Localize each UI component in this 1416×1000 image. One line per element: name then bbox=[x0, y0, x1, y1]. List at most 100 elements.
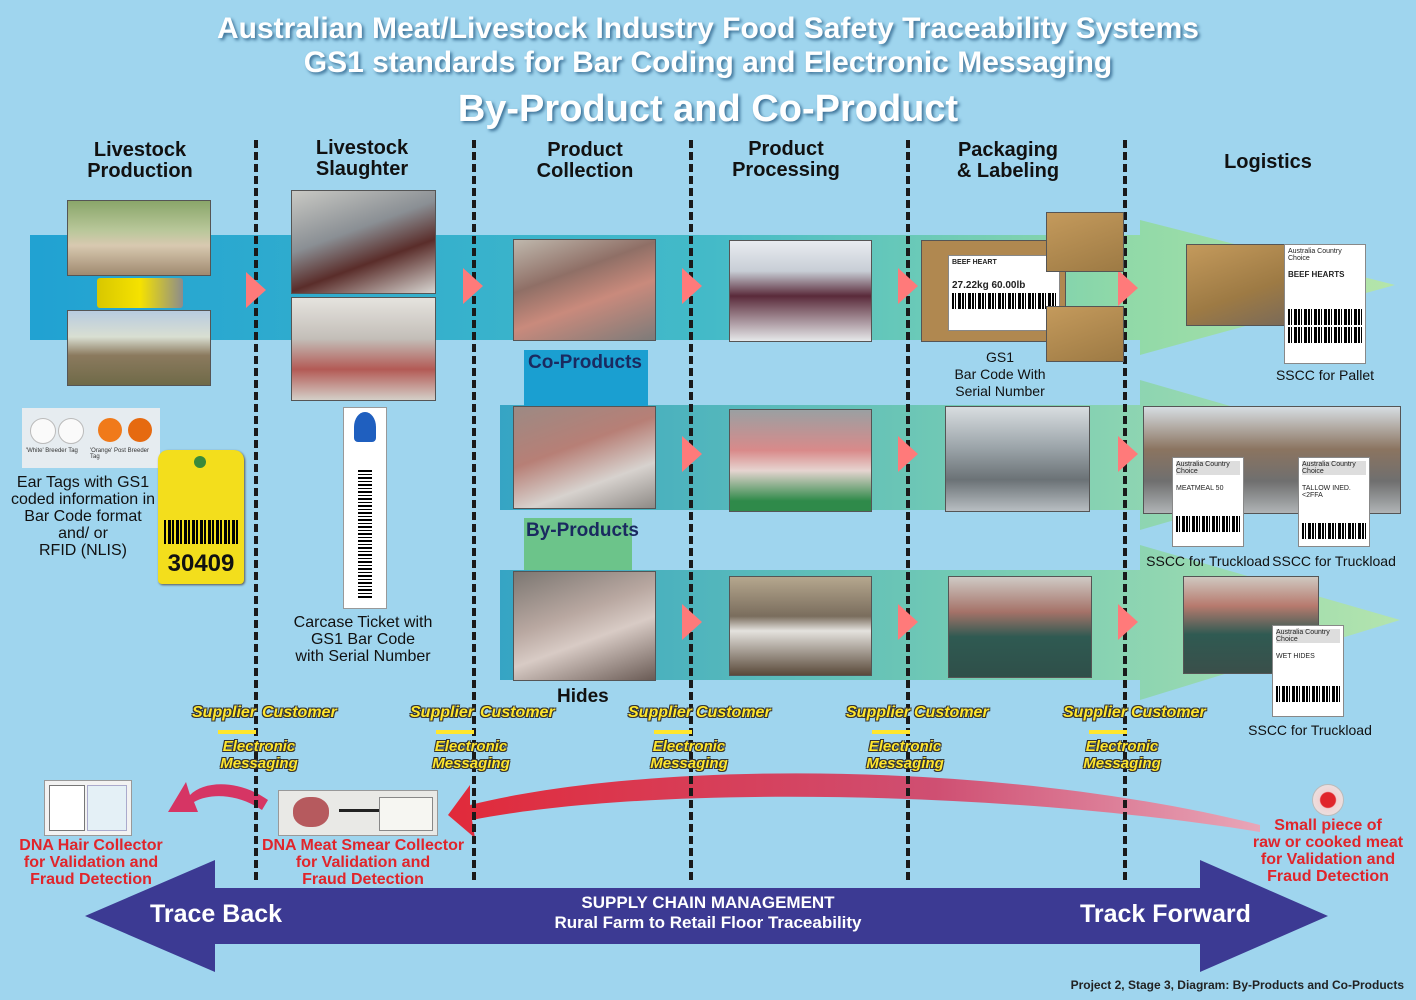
co-product-collection-photo bbox=[513, 239, 656, 341]
caption-line: Fraud Detection bbox=[302, 871, 424, 888]
flow-arrow-icon bbox=[682, 268, 702, 304]
tag-hole-icon bbox=[194, 456, 206, 468]
caption-line: with Serial Number bbox=[295, 648, 431, 665]
em-line: Electronic bbox=[652, 738, 726, 755]
by-product-collection-photo bbox=[513, 406, 656, 509]
dna-smear-caption: DNA Meat Smear Collector for Validation … bbox=[252, 837, 474, 888]
collector-card-icon bbox=[49, 785, 85, 831]
yellow-ear-tag: 30409 bbox=[158, 450, 244, 584]
stage-livestock-production: Livestock Production bbox=[60, 140, 220, 182]
truckload-label-3: Australia Country Choice WET HIDES bbox=[1272, 625, 1344, 717]
caption-line: Ear Tags with GS1 bbox=[16, 474, 150, 491]
title-line-2: GS1 standards for Bar Coding and Electro… bbox=[303, 46, 1113, 79]
message-arrow-icon bbox=[1089, 730, 1127, 734]
truck-label-product: WET HIDES bbox=[1276, 653, 1315, 660]
customer-label: Customer bbox=[480, 704, 555, 721]
customer-label: Customer bbox=[696, 704, 771, 721]
slaughter-photo-2 bbox=[291, 297, 436, 401]
caption-line: Bar Code With bbox=[954, 366, 1046, 382]
caption-line: Fraud Detection bbox=[1267, 868, 1389, 885]
stage-label: Logistics bbox=[1224, 151, 1312, 173]
supplier-label: Supplier bbox=[846, 704, 911, 721]
flow-arrow-icon bbox=[898, 436, 918, 472]
em-line: Electronic bbox=[868, 738, 942, 755]
white-tag-icon bbox=[58, 418, 84, 444]
caption-line: Serial Number bbox=[955, 383, 1045, 399]
white-tag-caption: 'White' Breeder Tag bbox=[26, 448, 78, 454]
trace-back-label: Trace Back bbox=[150, 900, 283, 928]
meat-piece-icon bbox=[1312, 784, 1344, 816]
stage-label: & Labeling bbox=[956, 160, 1060, 182]
co-product-processing-photo bbox=[729, 240, 872, 342]
rendering-plant-photo bbox=[945, 406, 1090, 512]
hides-bin-photo bbox=[948, 576, 1092, 678]
caption-line: for Validation and bbox=[295, 854, 431, 871]
stage-divider bbox=[906, 140, 910, 880]
co-products-box bbox=[524, 350, 648, 406]
stage-label: Product bbox=[547, 139, 623, 161]
trace-back-curve bbox=[448, 773, 1260, 838]
orange-tag-icon bbox=[128, 418, 152, 442]
cattle-truck-image bbox=[97, 278, 183, 308]
pallet-label-barcode-2 bbox=[1288, 327, 1362, 343]
caption-line: and/ or bbox=[58, 525, 108, 542]
caption-line: GS1 Bar Code bbox=[310, 631, 416, 648]
sscc-truckload-caption-2: SSCC for Truckload bbox=[1272, 553, 1396, 569]
stage-label: Collection bbox=[536, 160, 634, 182]
truck-label-barcode bbox=[1302, 523, 1366, 539]
supplier-label: Supplier bbox=[1063, 704, 1128, 721]
pallet-label-barcode bbox=[1288, 309, 1362, 325]
message-arrow-icon bbox=[654, 730, 692, 734]
supplier-label: Supplier bbox=[410, 704, 475, 721]
slaughter-photo-1 bbox=[291, 190, 436, 294]
carton-photo-1 bbox=[1046, 212, 1124, 272]
swab-stick-icon bbox=[339, 809, 379, 812]
box-label-title: BEEF HEART bbox=[952, 259, 997, 266]
truckload-label-1: Australia Country Choice MEATMEAL 50 bbox=[1172, 457, 1244, 547]
sscc-truckload-caption-1: SSCC for Truckload bbox=[1146, 553, 1270, 569]
em-line: Messaging bbox=[866, 755, 944, 772]
truck-label-product: MEATMEAL 50 bbox=[1176, 485, 1224, 492]
tag-barcode bbox=[164, 520, 238, 544]
customer-label: Customer bbox=[914, 704, 989, 721]
ticket-tab-icon bbox=[354, 412, 376, 442]
gs1-barcode-caption: GS1 Bar Code With Serial Number bbox=[945, 349, 1055, 400]
pallet-label-title: BEEF HEARTS bbox=[1288, 270, 1345, 279]
em-line: Messaging bbox=[1083, 755, 1161, 772]
box-label-weight: 27.22kg 60.00lb bbox=[952, 280, 1026, 291]
cattle-photo bbox=[67, 200, 211, 276]
stage-label: Livestock bbox=[315, 137, 409, 159]
flow-arrow-icon bbox=[463, 268, 483, 304]
caption-line: GS1 bbox=[985, 349, 1014, 365]
customer-label: Customer bbox=[1131, 704, 1206, 721]
flow-arrow-icon bbox=[682, 436, 702, 472]
title-line-1: Australian Meat/Livestock Industry Food … bbox=[217, 12, 1199, 45]
box-label-barcode bbox=[952, 293, 1056, 309]
em-line: Messaging bbox=[432, 755, 510, 772]
stage-divider bbox=[254, 140, 258, 880]
stage-divider bbox=[689, 140, 693, 880]
supplier-label: Supplier bbox=[192, 704, 257, 721]
hides-processing-photo bbox=[729, 576, 872, 676]
ear-tags-image: 'White' Breeder Tag 'Orange' Post Breede… bbox=[22, 408, 160, 468]
stage-product-collection: Product Collection bbox=[505, 140, 665, 182]
stage-packaging-labeling: Packaging & Labeling bbox=[928, 140, 1088, 182]
scm-text: SUPPLY CHAIN MANAGEMENT Rural Farm to Re… bbox=[458, 893, 958, 933]
truck-label-brand: Australia Country Choice bbox=[1176, 461, 1240, 475]
dna-meat-smear-image bbox=[278, 790, 438, 836]
truck-label-barcode bbox=[1176, 516, 1240, 532]
stage-label: Packaging bbox=[957, 139, 1059, 161]
truckload-label-2: Australia Country Choice TALLOW INED. <2… bbox=[1298, 457, 1370, 547]
meat-piece-caption: Small piece of raw or cooked meat for Va… bbox=[1240, 817, 1416, 885]
message-arrow-icon bbox=[218, 730, 256, 734]
caption-line: Carcase Ticket with bbox=[293, 614, 433, 631]
flow-arrow-icon bbox=[246, 272, 266, 308]
customer-label: Customer bbox=[262, 704, 337, 721]
